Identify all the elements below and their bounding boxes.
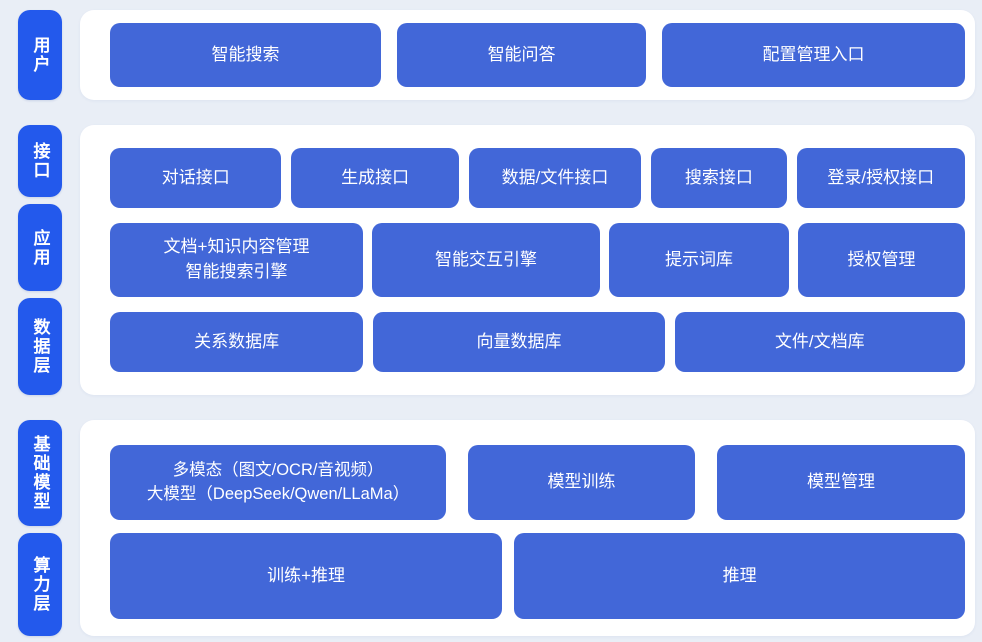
layer-label-data: 数据层 bbox=[18, 298, 62, 395]
layer-label-user: 用户 bbox=[18, 10, 62, 100]
middle-layers-panel: 对话接口 生成接口 数据/文件接口 搜索接口 登录/授权接口 文档+知识内容管理… bbox=[80, 125, 975, 395]
node-smart-qa: 智能问答 bbox=[397, 23, 647, 87]
node-doc-knowledge-search-engine: 文档+知识内容管理 智能搜索引擎 bbox=[110, 223, 363, 297]
node-prompt-library: 提示词库 bbox=[609, 223, 789, 297]
node-relational-db: 关系数据库 bbox=[110, 312, 364, 372]
layer-label-compute: 算力层 bbox=[18, 533, 62, 636]
node-file-doc-store: 文件/文档库 bbox=[674, 312, 965, 372]
middle-layer-labels: 接口 应用 数据层 bbox=[18, 125, 62, 395]
node-auth-management: 授权管理 bbox=[798, 223, 965, 297]
section-gap bbox=[18, 395, 975, 420]
user-layer-labels: 用户 bbox=[18, 10, 62, 100]
node-model-management: 模型管理 bbox=[716, 445, 965, 520]
application-row: 文档+知识内容管理 智能搜索引擎 智能交互引擎 提示词库 授权管理 bbox=[110, 223, 965, 297]
node-vector-db: 向量数据库 bbox=[373, 312, 665, 372]
layer-label-application: 应用 bbox=[18, 203, 62, 292]
node-inference: 推理 bbox=[514, 533, 965, 619]
foundation-model-row: 多模态（图文/OCR/音视频） 大模型（DeepSeek/Qwen/LLaMa）… bbox=[110, 445, 965, 520]
bottom-layer-labels: 基础模型 算力层 bbox=[18, 420, 62, 636]
layer-label-interface: 接口 bbox=[18, 125, 62, 197]
node-interaction-engine: 智能交互引擎 bbox=[372, 223, 600, 297]
layer-label-foundation-model: 基础模型 bbox=[18, 420, 62, 527]
node-config-entry: 配置管理入口 bbox=[662, 23, 965, 87]
interface-row: 对话接口 生成接口 数据/文件接口 搜索接口 登录/授权接口 bbox=[110, 148, 965, 208]
node-multimodal-llm: 多模态（图文/OCR/音视频） 大模型（DeepSeek/Qwen/LLaMa） bbox=[110, 445, 447, 520]
node-training-inference: 训练+推理 bbox=[110, 533, 503, 619]
user-layer-panel: 智能搜索 智能问答 配置管理入口 bbox=[80, 10, 975, 100]
node-smart-search: 智能搜索 bbox=[110, 23, 382, 87]
section-gap bbox=[18, 100, 975, 125]
node-login-auth-api: 登录/授权接口 bbox=[796, 148, 965, 208]
middle-layers-section: 接口 应用 数据层 对话接口 生成接口 数据/文件接口 搜索接口 登录/授权接口… bbox=[18, 125, 975, 395]
bottom-layers-panel: 多模态（图文/OCR/音视频） 大模型（DeepSeek/Qwen/LLaMa）… bbox=[80, 420, 975, 636]
node-data-file-api: 数据/文件接口 bbox=[468, 148, 642, 208]
bottom-layers-section: 基础模型 算力层 多模态（图文/OCR/音视频） 大模型（DeepSeek/Qw… bbox=[18, 420, 975, 636]
user-layer-section: 用户 智能搜索 智能问答 配置管理入口 bbox=[18, 10, 975, 100]
data-row: 关系数据库 向量数据库 文件/文档库 bbox=[110, 312, 965, 372]
node-search-api: 搜索接口 bbox=[651, 148, 787, 208]
node-generation-api: 生成接口 bbox=[291, 148, 459, 208]
compute-row: 训练+推理 推理 bbox=[110, 533, 965, 619]
node-model-training: 模型训练 bbox=[468, 445, 695, 520]
node-dialog-api: 对话接口 bbox=[110, 148, 282, 208]
